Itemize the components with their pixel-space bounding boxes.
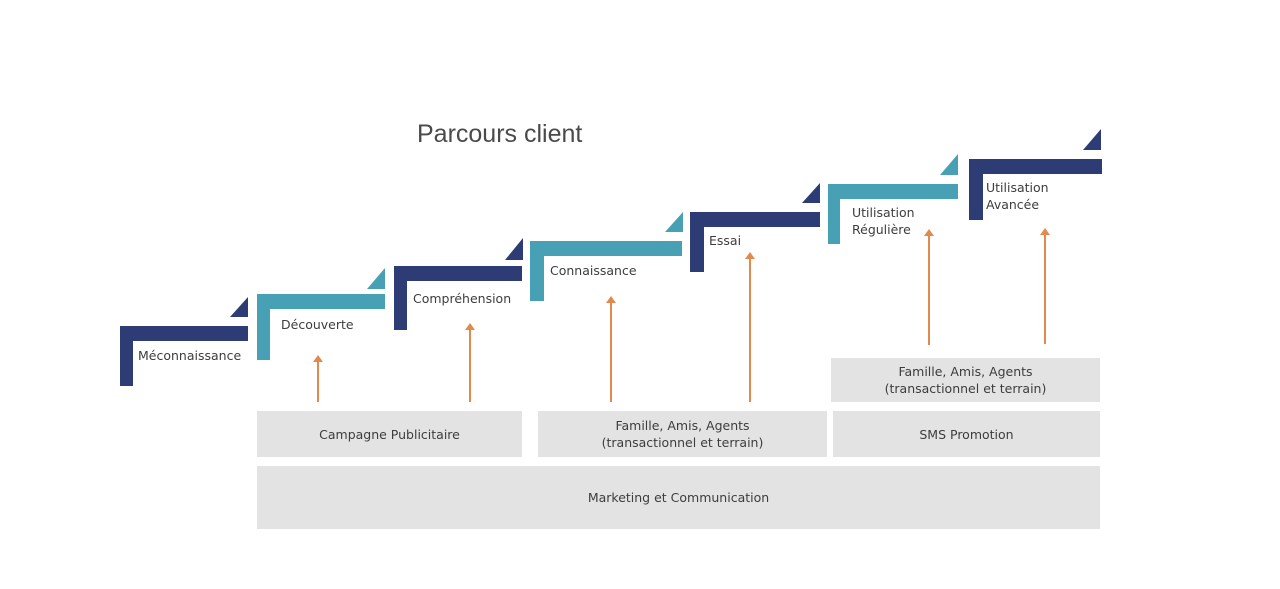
step-meconnaissance: Méconnaissance	[120, 297, 250, 387]
arrow-up-icon	[924, 229, 934, 345]
arrow-up-icon	[745, 252, 755, 402]
step-flag-icon	[230, 297, 248, 317]
box-sms-promotion: SMS Promotion	[833, 411, 1100, 457]
step-flag-icon	[367, 268, 385, 289]
box-campagne-publicitaire: Campagne Publicitaire	[257, 411, 522, 457]
box-famille-top: Famille, Amis, Agents (transactionnel et…	[831, 358, 1100, 402]
step-connaissance: Connaissance	[530, 212, 685, 302]
step-flag-icon	[940, 154, 958, 175]
step-utilisation-avancee: Utilisation Avancée	[969, 129, 1102, 221]
step-decouverte: Découverte	[257, 268, 387, 360]
box-marketing-communication: Marketing et Communication	[257, 466, 1100, 529]
arrow-up-icon	[313, 355, 323, 402]
step-essai: Essai	[690, 183, 822, 273]
box-famille-mid: Famille, Amis, Agents (transactionnel et…	[538, 411, 827, 457]
step-comprehension: Compréhension	[394, 238, 524, 330]
arrow-up-icon	[465, 323, 475, 402]
step-flag-icon	[802, 183, 820, 203]
step-utilisation-reguliere: Utilisation Régulière	[828, 154, 960, 244]
arrow-up-icon	[606, 296, 616, 402]
diagram-title: Parcours client	[417, 120, 583, 148]
step-flag-icon	[1083, 129, 1101, 150]
step-flag-icon	[665, 212, 683, 232]
arrow-up-icon	[1040, 228, 1050, 344]
step-flag-icon	[505, 238, 523, 260]
